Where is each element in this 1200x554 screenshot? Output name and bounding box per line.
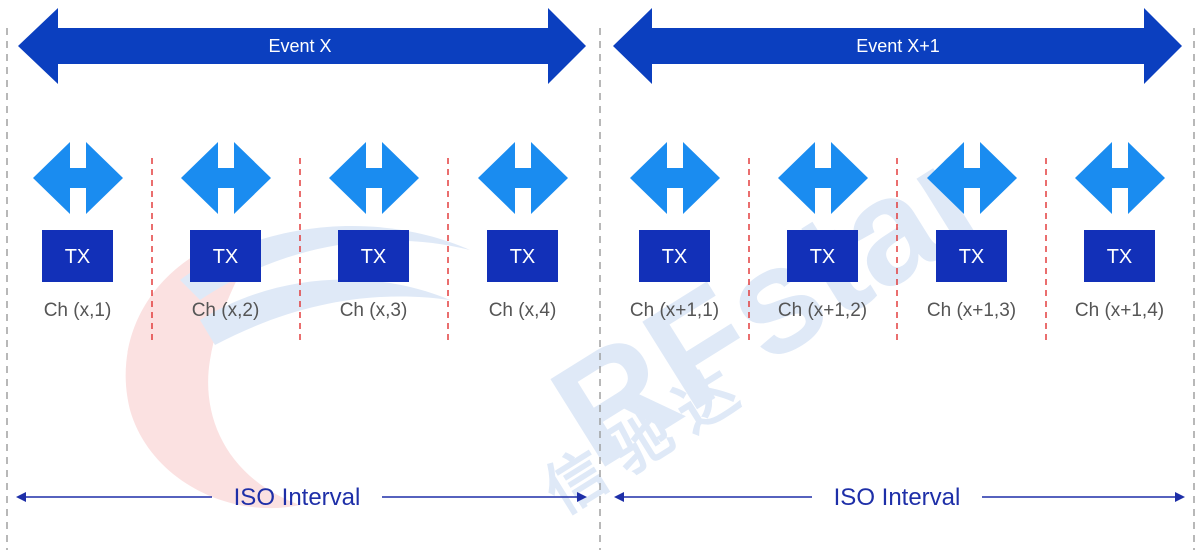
channel-arrow-icon — [33, 142, 123, 214]
channel-label: Ch (x+1,3) — [927, 300, 1016, 321]
channel-arrow-icon — [181, 142, 271, 214]
tx-label: TX — [662, 246, 688, 268]
event-group: Event X TX Ch (x,1) TX Ch (x,2) — [16, 8, 587, 511]
channel-label: Ch (x+1,4) — [1075, 300, 1164, 321]
tx-box — [338, 230, 409, 282]
slot: TX Ch (x,4) — [478, 142, 568, 321]
slot: TX Ch (x+1,3) — [927, 142, 1017, 321]
iso-arrowhead-right — [1175, 492, 1185, 502]
tx-box — [1084, 230, 1155, 282]
channel-label: Ch (x,4) — [489, 300, 557, 321]
event-arrow — [18, 8, 586, 84]
event-arrow — [613, 8, 1182, 84]
tx-label: TX — [510, 246, 536, 268]
tx-box — [190, 230, 261, 282]
channel-arrow-icon — [630, 142, 720, 214]
slot: TX Ch (x,1) — [33, 142, 123, 321]
channel-label: Ch (x,3) — [340, 300, 408, 321]
channel-label: Ch (x,2) — [192, 300, 260, 321]
tx-box — [936, 230, 1007, 282]
iso-interval-label: ISO Interval — [834, 484, 961, 511]
channel-arrow-icon — [927, 142, 1017, 214]
tx-label: TX — [65, 246, 91, 268]
channel-label: Ch (x+1,2) — [778, 300, 867, 321]
watermark-red-crescent — [125, 230, 300, 509]
channel-label: Ch (x+1,1) — [630, 300, 719, 321]
event-group: Event X+1 TX Ch (x+1,1) TX Ch (x+1,2) TX — [613, 8, 1185, 511]
iso-arrowhead-left — [16, 492, 26, 502]
channel-arrow-icon — [329, 142, 419, 214]
tx-label: TX — [1107, 246, 1133, 268]
channel-arrow-icon — [1075, 142, 1165, 214]
channel-label: Ch (x,1) — [44, 300, 112, 321]
slot: TX Ch (x,2) — [181, 142, 271, 321]
tx-label: TX — [959, 246, 985, 268]
tx-label: TX — [213, 246, 239, 268]
tx-label: TX — [361, 246, 387, 268]
tx-box — [487, 230, 558, 282]
slot: TX Ch (x,3) — [329, 142, 419, 321]
tx-box — [639, 230, 710, 282]
iso-interval-label: ISO Interval — [234, 484, 361, 511]
slot: TX Ch (x+1,1) — [630, 142, 720, 321]
slot: TX Ch (x+1,4) — [1075, 142, 1165, 321]
channel-arrow-icon — [778, 142, 868, 214]
channel-arrow-icon — [478, 142, 568, 214]
iso-arrowhead-left — [614, 492, 624, 502]
slot: TX Ch (x+1,2) — [778, 142, 868, 321]
watermark-blue-swoosh — [200, 279, 450, 345]
tx-label: TX — [810, 246, 836, 268]
iso-arrowhead-right — [577, 492, 587, 502]
tx-box — [787, 230, 858, 282]
event-label: Event X+1 — [856, 36, 940, 56]
event-label: Event X — [268, 36, 331, 56]
tx-box — [42, 230, 113, 282]
